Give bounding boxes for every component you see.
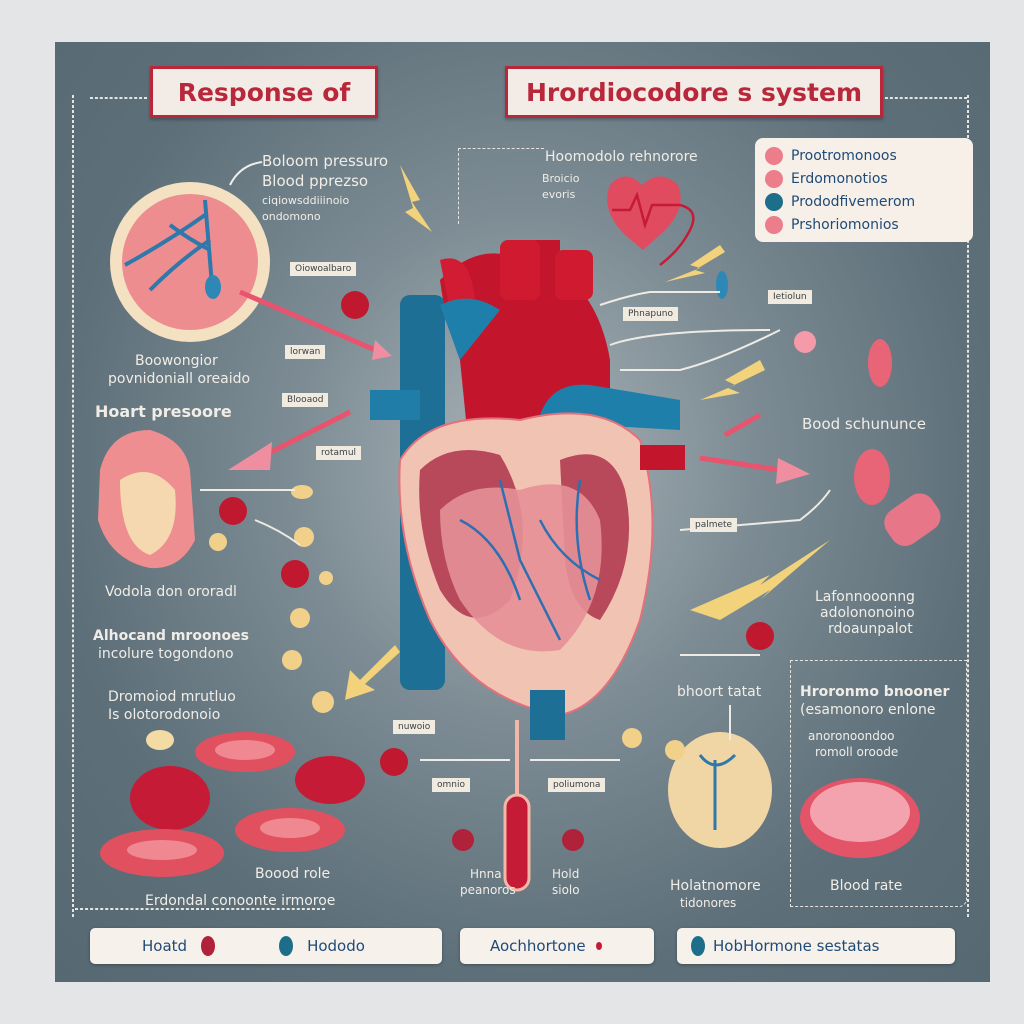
legend-dot-icon (765, 169, 783, 188)
label-hormone-box-2: (esamonoro enlone (800, 702, 936, 718)
tag: omnio (432, 778, 470, 792)
label-hormone-box-4: romoll oroode (815, 745, 899, 759)
label-blood-schunance: Bood schununce (802, 415, 927, 433)
legend-item: Erdomonotios (765, 167, 963, 190)
label-blood-pressure: Boloom pressuro (262, 152, 389, 170)
label-vodela: Vodola don ororadl (105, 584, 237, 600)
label-holat: Holatnomore (670, 878, 761, 894)
legend-dot-icon (765, 215, 783, 234)
label-dromond-2: Is olotorodonoio (108, 707, 221, 723)
legend-item: Prshoriomonios (765, 213, 963, 236)
yellow-arrows (345, 165, 830, 700)
bottom-legend-3: HobHormone sestatas (677, 928, 955, 964)
legend: Prootromonoos Erdomonotios Prododfivemer… (755, 138, 973, 242)
label-blood-pressure-2: Blood pprezso (262, 172, 369, 190)
frame-right-box (790, 660, 967, 907)
title-right: Hrordiocodore s system (505, 66, 883, 118)
label-hormone-box: Hroronmo bnooner (800, 684, 950, 700)
bottom-legend-1: Hoatd Hododo (90, 928, 442, 964)
label-dromond: Dromoiod mrutluo (108, 689, 236, 705)
tag: rotamul (316, 446, 362, 460)
frame-bottom (75, 908, 325, 910)
red-dot-icon (595, 942, 602, 950)
bottom-label: Hoatd (142, 937, 188, 955)
label-lafor: Lafonnooonng (815, 589, 915, 605)
tag: Blooaod (282, 393, 329, 407)
legend-dot-icon (765, 146, 783, 165)
label-hormone-sub-2: evoris (542, 188, 576, 201)
legend-item: Prododfivemerom (765, 190, 963, 213)
label-hormone-top: Hoomodolo rehnorore (545, 149, 698, 165)
vessel-circle-illustration (110, 161, 270, 342)
label-blood-rate: Blood rate (830, 878, 903, 894)
label-lafor-3: rdoaunpalot (828, 621, 913, 637)
label-endondal: Erdondal conoonte irmoroe (145, 893, 336, 909)
label-blood-pressure-4: ondomono (262, 210, 321, 223)
label-blood-role: Boood role (255, 866, 331, 882)
blue-dot-icon (691, 936, 705, 956)
bottom-label: Aochhortone (490, 937, 586, 955)
title-left: Response of (150, 66, 378, 118)
organ-illustration (668, 732, 772, 848)
legend-label: Prootromonoos (791, 147, 897, 164)
heart-icon (607, 176, 681, 250)
label-bhoort: bhoort tatat (677, 684, 762, 700)
label-hold-2: siolo (552, 883, 580, 897)
tag: Phnapuno (623, 307, 678, 321)
tag: lorwan (285, 345, 326, 359)
label-hinia-2: peanoros (460, 883, 516, 897)
bottom-label: Hododo (307, 937, 365, 955)
connector-lines (200, 291, 831, 761)
label-lafor-2: adolononoino (820, 605, 915, 621)
label-alhocand: Alhocand mroonoes (93, 628, 249, 644)
tag: Oiowoalbaro (290, 262, 357, 276)
blue-dot-icon (279, 936, 294, 956)
label-alhocand-2: incolure togondono (98, 646, 234, 662)
frame-top (90, 97, 147, 99)
legend-label: Prshoriomonios (791, 216, 899, 233)
legend-label: Prododfivemerom (791, 193, 916, 210)
test-tube (503, 793, 531, 892)
frame-right (967, 95, 969, 917)
label-hinia: Hnna (470, 867, 502, 881)
bottom-label: HobHormone sestatas (713, 937, 880, 955)
legend-label: Erdomonotios (791, 170, 888, 187)
red-dot-icon (201, 936, 216, 956)
legend-dot-icon (765, 192, 783, 211)
bottom-legend-2: Aochhortone (460, 928, 654, 964)
label-hormone-sub: Broicio (542, 172, 580, 185)
label-holat-2: tidonores (680, 896, 737, 910)
frame-hormone-top (458, 148, 544, 224)
label-blood-pressure-3: ciqiowsddiiinoio (262, 194, 350, 207)
blood-cells (100, 730, 365, 877)
label-hold: Hold (552, 867, 580, 881)
heart-illustration (370, 240, 685, 740)
tan-dots (209, 485, 685, 760)
label-heart-pressure: Hoart presoore (95, 402, 232, 421)
tag: Ietiolun (768, 290, 812, 304)
arrows (228, 289, 810, 484)
frame-left (72, 95, 74, 917)
legend-item: Prootromonoos (765, 144, 963, 167)
vessel-caption: Boowongior (135, 353, 218, 369)
tag: palmete (690, 518, 738, 532)
tag: poliumona (548, 778, 606, 792)
vessel-caption-2: povnidoniall oreaido (108, 371, 251, 387)
marker-dots (219, 291, 774, 776)
tag: nuwoio (393, 720, 436, 734)
label-hormone-box-3: anoronoondoo (808, 729, 895, 743)
